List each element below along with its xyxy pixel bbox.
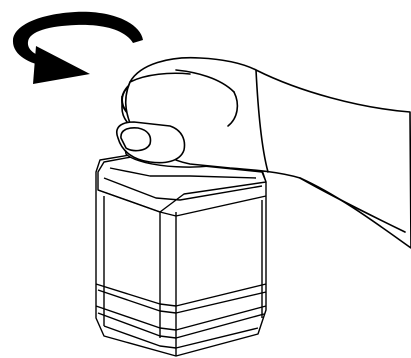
rotation-arrow-icon — [13, 12, 143, 84]
jar-body — [96, 153, 266, 356]
